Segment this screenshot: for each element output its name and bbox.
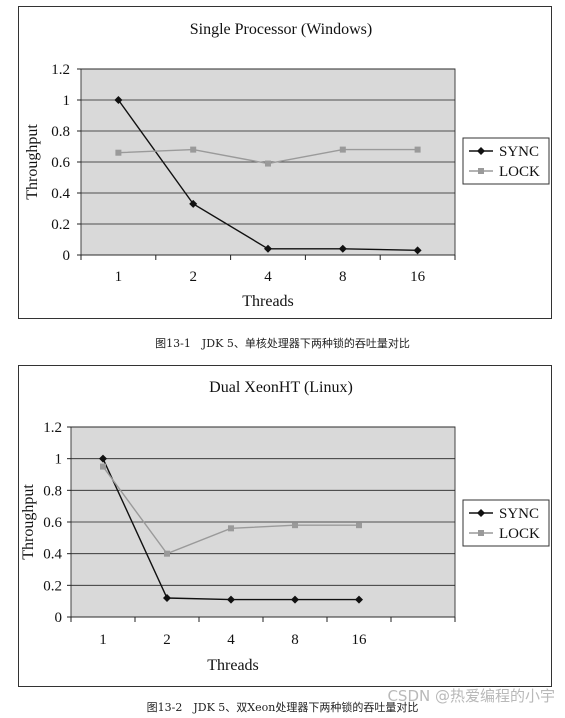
y-tick-label: 0.8 (43, 483, 62, 499)
y-tick-label: 1 (63, 93, 71, 109)
legend-marker-lock (478, 530, 484, 536)
x-tick-label: 4 (227, 632, 235, 648)
figure-caption-13-1: 图13-1 JDK 5、单核处理器下两种锁的吞吐量对比 (155, 337, 410, 350)
x-axis-label: Threads (242, 293, 294, 310)
data-point-lock (414, 146, 421, 153)
legend-box (462, 137, 550, 185)
y-tick-label: 0.2 (51, 217, 70, 233)
legend-marker-sync (477, 147, 485, 155)
data-point-sync (163, 594, 171, 602)
data-point-sync (291, 595, 299, 604)
legend-marker-sync (477, 509, 485, 517)
legend-label-sync: SYNC (499, 144, 539, 160)
y-axis-label: Throughput (20, 484, 37, 560)
x-tick-label: 1 (115, 269, 123, 285)
y-axis-label: Throughput (24, 124, 41, 200)
y-tick-label: 0.6 (43, 515, 62, 531)
csdn-watermark: CSDN @热爱编程的小宇 (387, 687, 555, 705)
chart-title: Dual XeonHT (Linux) (209, 379, 353, 396)
y-tick-label: 1.2 (51, 62, 70, 78)
data-point-sync (413, 246, 422, 255)
data-point-sync (99, 454, 107, 463)
line-chart-dual-xeon: Dual XeonHT (Linux) 0 0.2 0.4 0.6 0.8 1 1.2 1 2 4 8… (20, 379, 550, 674)
data-point-sync (338, 244, 347, 253)
data-point-sync (227, 595, 235, 604)
x-tick-label: 4 (264, 269, 272, 285)
data-point-lock (164, 550, 170, 557)
data-point-sync (355, 595, 363, 604)
data-point-sync (264, 244, 272, 253)
y-tick-label: 0 (63, 248, 71, 264)
legend-label-sync: SYNC (499, 506, 539, 522)
y-tick-label: 0.4 (51, 186, 70, 202)
x-tick-label: 2 (189, 269, 197, 285)
data-point-sync (114, 96, 123, 104)
x-tick-label: 8 (291, 632, 299, 648)
y-tick-label: 0.2 (43, 578, 62, 594)
data-point-lock (190, 146, 197, 153)
y-tick-label: 1.2 (43, 420, 62, 436)
legend-marker-lock (478, 168, 484, 174)
chart-title: Single Processor (Windows) (190, 21, 372, 38)
data-point-lock (265, 160, 271, 167)
data-point-lock (292, 522, 298, 529)
figure-caption-13-2: 图13-2 JDK 5、双Xeon处理器下两种锁的吞吐量对比 (146, 701, 419, 714)
chart-figure-single-processor: Single Processor (Windows) 0 0.2 0.4 0.6 0.8 1… (18, 6, 552, 319)
data-point-lock (115, 149, 122, 156)
data-point-lock (100, 463, 106, 470)
data-point-sync (189, 199, 198, 208)
x-tick-label: 16 (352, 632, 368, 648)
x-tick-label: 2 (163, 632, 171, 648)
legend-label-lock: LOCK (499, 164, 540, 180)
y-tick-label: 0.6 (51, 155, 70, 171)
y-tick-label: 0.4 (43, 547, 62, 563)
legend-box (462, 499, 550, 547)
y-tick-label: 1 (55, 452, 63, 468)
y-tick-label: 0 (55, 610, 63, 626)
data-point-lock (356, 522, 362, 529)
data-point-lock (339, 146, 346, 153)
x-tick-label: 8 (339, 269, 347, 285)
x-tick-label: 16 (410, 269, 426, 285)
chart-figure-dual-xeon: Dual XeonHT (Linux) 0 0.2 0.4 0.6 0.8 1 1.2 1 2 4 8… (18, 365, 552, 687)
line-chart-single-processor: Single Processor (Windows) 0 0.2 0.4 0.6 0.8 1… (24, 21, 550, 310)
x-axis-label: Threads (207, 657, 259, 674)
legend-label-lock: LOCK (499, 526, 540, 542)
data-point-lock (228, 525, 234, 532)
x-tick-label: 1 (99, 632, 107, 648)
y-tick-label: 0.8 (51, 124, 70, 140)
